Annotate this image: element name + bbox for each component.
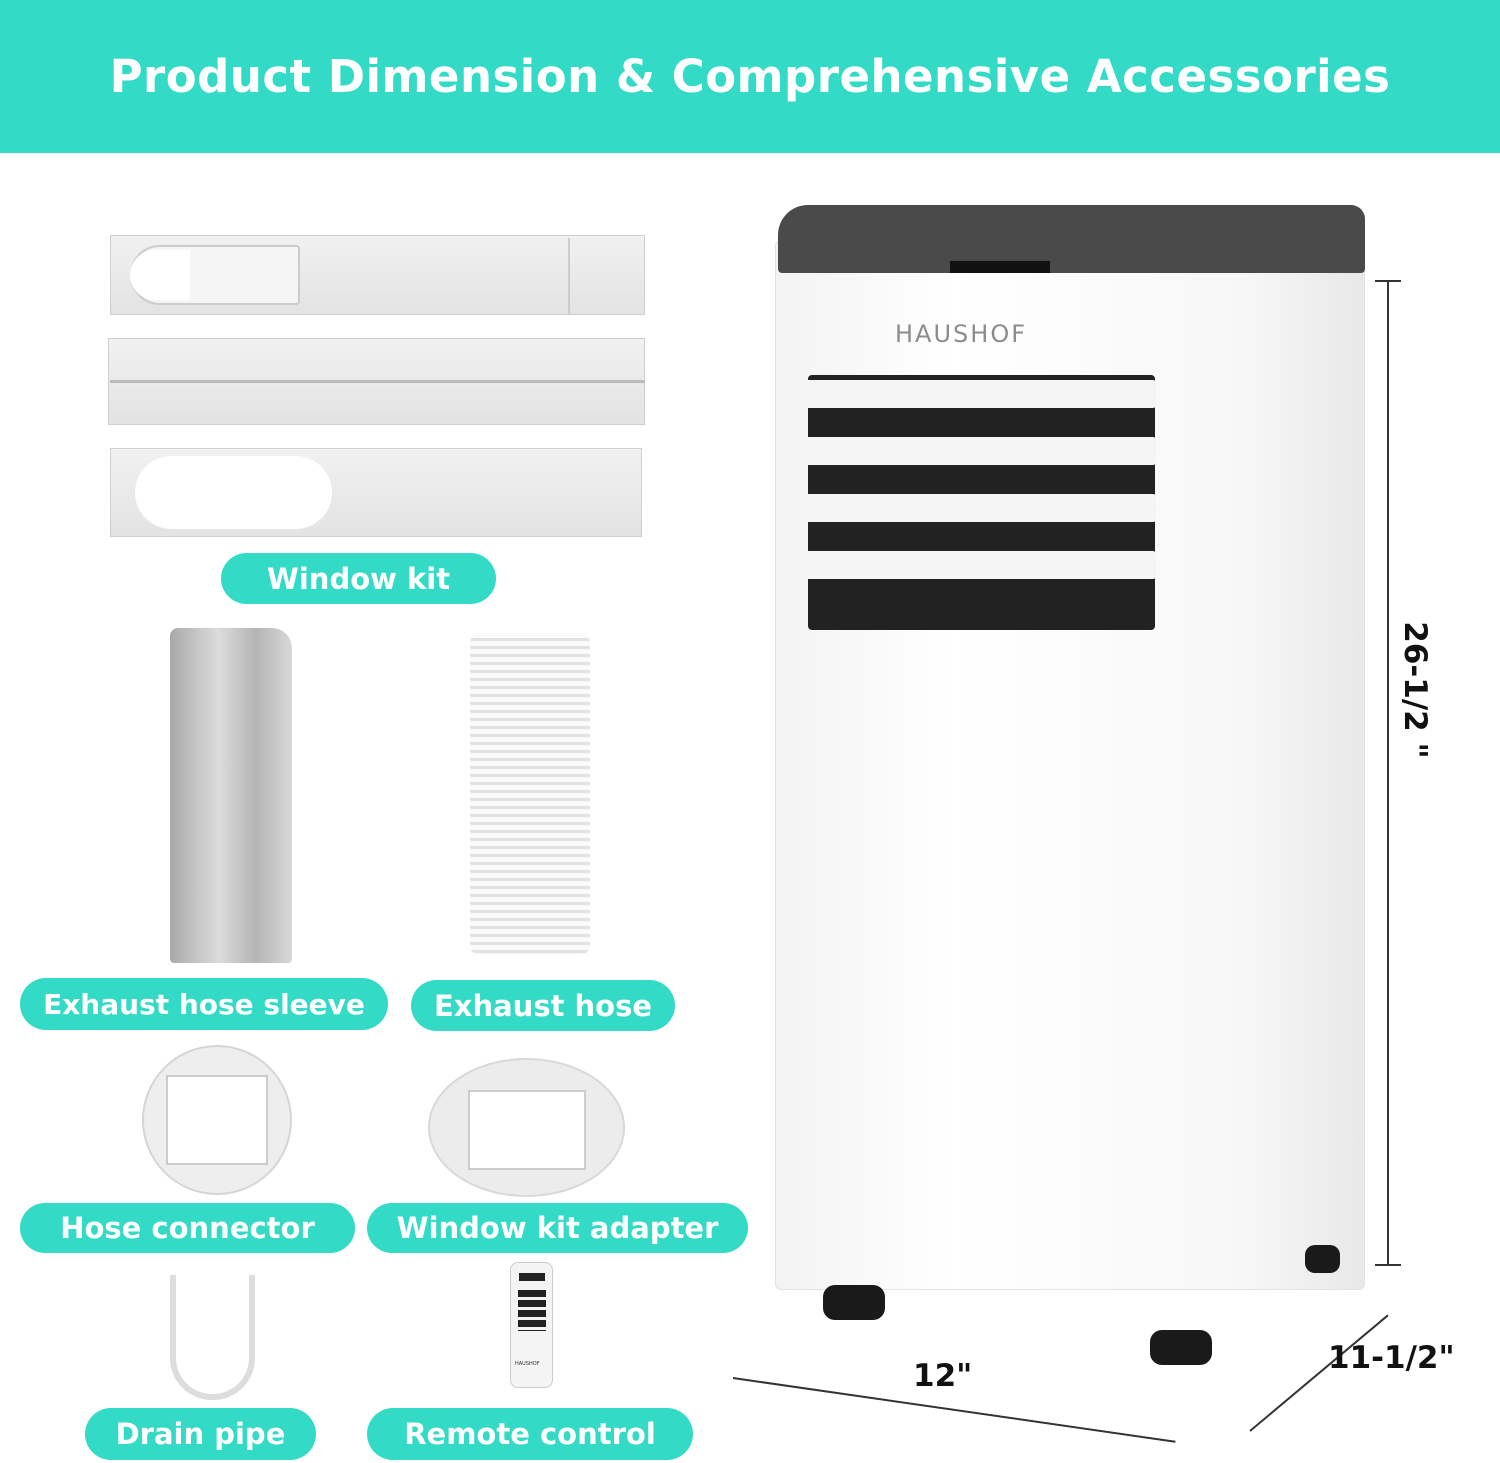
window-kit-adapter-image (428, 1058, 625, 1197)
exhaust-hose-image (470, 633, 590, 955)
label-window-kit: Window kit (221, 553, 496, 604)
label-hose-connector: Hose connector (20, 1203, 355, 1253)
label-drain-pipe: Drain pipe (85, 1408, 316, 1460)
label-window-kit-adapter: Window kit adapter (367, 1203, 748, 1253)
depth-dimension-label: 11-1/2" (1328, 1340, 1455, 1376)
label-remote-control: Remote control (367, 1408, 693, 1460)
height-dimension-label: 26-1/2 " (1397, 621, 1433, 759)
remote-control-image: HAUSHOF (510, 1262, 553, 1388)
remote-logo: HAUSHOF (515, 1361, 540, 1367)
exhaust-hose-sleeve-image (170, 628, 292, 963)
header-banner: Product Dimension & Comprehensive Access… (0, 0, 1500, 153)
brand-logo: HAUSHOF (895, 320, 1028, 348)
page-title: Product Dimension & Comprehensive Access… (109, 50, 1391, 103)
label-exhaust-hose: Exhaust hose (411, 980, 675, 1031)
width-dimension-label: 12" (913, 1358, 973, 1394)
hose-connector-image (142, 1045, 292, 1195)
height-dimension-line (1387, 280, 1389, 1265)
label-exhaust-hose-sleeve: Exhaust hose sleeve (20, 978, 388, 1030)
drain-pipe-image (170, 1275, 255, 1400)
